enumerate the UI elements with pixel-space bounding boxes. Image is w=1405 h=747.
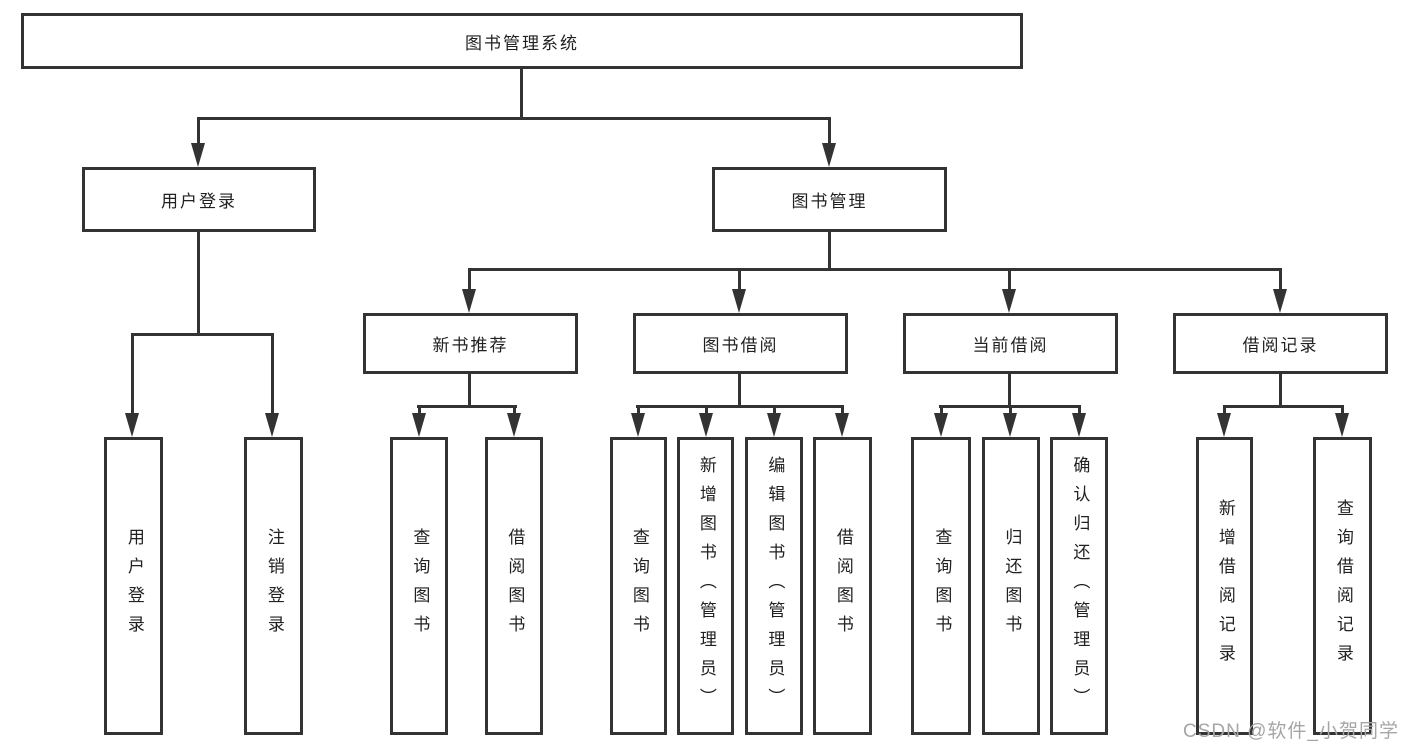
node-label: 查询借阅记录 xyxy=(1333,499,1353,673)
connector-line xyxy=(271,333,274,415)
node-query-borrow-record: 查询借阅记录 xyxy=(1313,437,1372,735)
connector-line xyxy=(468,268,471,291)
connector-line xyxy=(197,117,200,147)
connector-line xyxy=(1223,405,1226,415)
connector-line xyxy=(513,405,516,415)
node-add-borrow-record: 新增借阅记录 xyxy=(1196,437,1253,735)
watermark-text: CSDN @软件_小贺同学 xyxy=(1183,721,1399,742)
connector-line xyxy=(1009,405,1012,415)
arrow-down-icon xyxy=(767,413,781,437)
connector-line xyxy=(940,405,943,415)
node-query-books-borrowing: 查询图书 xyxy=(610,437,667,735)
node-user-login-action: 用户登录 xyxy=(104,437,163,735)
connector-line xyxy=(417,405,517,408)
connector-line xyxy=(636,405,844,408)
node-new-book-recommendation: 新书推荐 xyxy=(363,313,578,374)
connector-line xyxy=(520,69,523,119)
connector-line xyxy=(131,333,134,415)
node-label: 查询图书 xyxy=(932,528,952,644)
node-confirm-return-admin: 确认归还（管理员） xyxy=(1050,437,1108,735)
node-label: 当前借阅 xyxy=(972,336,1049,355)
node-label: 新增图书（管理员） xyxy=(696,455,716,717)
node-borrowing-records: 借阅记录 xyxy=(1173,313,1388,374)
arrow-down-icon xyxy=(934,413,948,437)
arrow-down-icon xyxy=(1335,413,1349,437)
connector-line xyxy=(197,232,200,336)
node-label: 新增借阅记录 xyxy=(1215,499,1235,673)
arrow-down-icon xyxy=(1003,413,1017,437)
connector-line xyxy=(1341,405,1344,415)
node-label: 图书借阅 xyxy=(702,336,779,355)
node-library-management-system: 图书管理系统 xyxy=(21,13,1023,69)
connector-line xyxy=(468,268,1282,271)
connector-line xyxy=(637,405,640,415)
connector-line xyxy=(705,405,708,415)
node-label: 确认归还（管理员） xyxy=(1070,455,1090,717)
node-add-books-admin: 新增图书（管理员） xyxy=(677,437,734,735)
arrow-down-icon xyxy=(412,413,426,437)
node-label: 归还图书 xyxy=(1002,528,1022,644)
connector-line xyxy=(738,268,741,291)
node-borrow-books-recommend: 借阅图书 xyxy=(485,437,543,735)
node-logout-action: 注销登录 xyxy=(244,437,303,735)
node-label: 图书管理系统 xyxy=(465,33,579,53)
connector-line xyxy=(828,117,831,147)
node-query-books-recommend: 查询图书 xyxy=(390,437,448,735)
connector-line xyxy=(1078,405,1081,415)
connector-line xyxy=(1223,405,1344,408)
arrow-down-icon xyxy=(699,413,713,437)
node-label: 借阅图书 xyxy=(833,528,853,644)
node-label: 编辑图书（管理员） xyxy=(765,455,785,717)
node-label: 借阅记录 xyxy=(1242,336,1319,355)
node-return-books: 归还图书 xyxy=(982,437,1040,735)
arrow-down-icon xyxy=(1002,289,1016,313)
node-current-borrowing: 当前借阅 xyxy=(903,313,1118,374)
connector-line xyxy=(1008,268,1011,291)
node-label: 借阅图书 xyxy=(505,528,525,644)
arrow-down-icon xyxy=(125,413,139,437)
connector-line xyxy=(841,405,844,415)
node-book-management: 图书管理 xyxy=(712,167,947,232)
arrow-down-icon xyxy=(462,289,476,313)
node-label: 用户登录 xyxy=(161,192,237,211)
connector-line xyxy=(418,405,421,415)
arrow-down-icon xyxy=(732,289,746,313)
arrow-down-icon xyxy=(835,413,849,437)
node-label: 用户登录 xyxy=(124,528,144,644)
connector-line xyxy=(197,117,831,120)
connector-line xyxy=(828,232,831,270)
connector-line xyxy=(773,405,776,415)
connector-line xyxy=(1279,268,1282,291)
arrow-down-icon xyxy=(1273,289,1287,313)
arrow-down-icon xyxy=(191,143,205,167)
node-user-login: 用户登录 xyxy=(82,167,316,232)
node-label: 图书管理 xyxy=(791,192,868,211)
arrow-down-icon xyxy=(1072,413,1086,437)
node-label: 查询图书 xyxy=(410,528,430,644)
node-label: 查询图书 xyxy=(629,528,649,644)
arrow-down-icon xyxy=(507,413,521,437)
arrow-down-icon xyxy=(822,143,836,167)
connector-line xyxy=(738,374,741,408)
arrow-down-icon xyxy=(1217,413,1231,437)
node-borrow-books: 借阅图书 xyxy=(813,437,872,735)
node-query-books-current: 查询图书 xyxy=(911,437,971,735)
connector-line xyxy=(1008,374,1011,408)
arrow-down-icon xyxy=(265,413,279,437)
connector-line xyxy=(1279,374,1282,408)
arrow-down-icon xyxy=(631,413,645,437)
node-book-borrowing: 图书借阅 xyxy=(633,313,848,374)
connector-line xyxy=(468,374,471,408)
node-edit-books-admin: 编辑图书（管理员） xyxy=(745,437,803,735)
node-label: 注销登录 xyxy=(264,528,284,644)
node-label: 新书推荐 xyxy=(432,336,509,355)
connector-line xyxy=(131,333,274,336)
